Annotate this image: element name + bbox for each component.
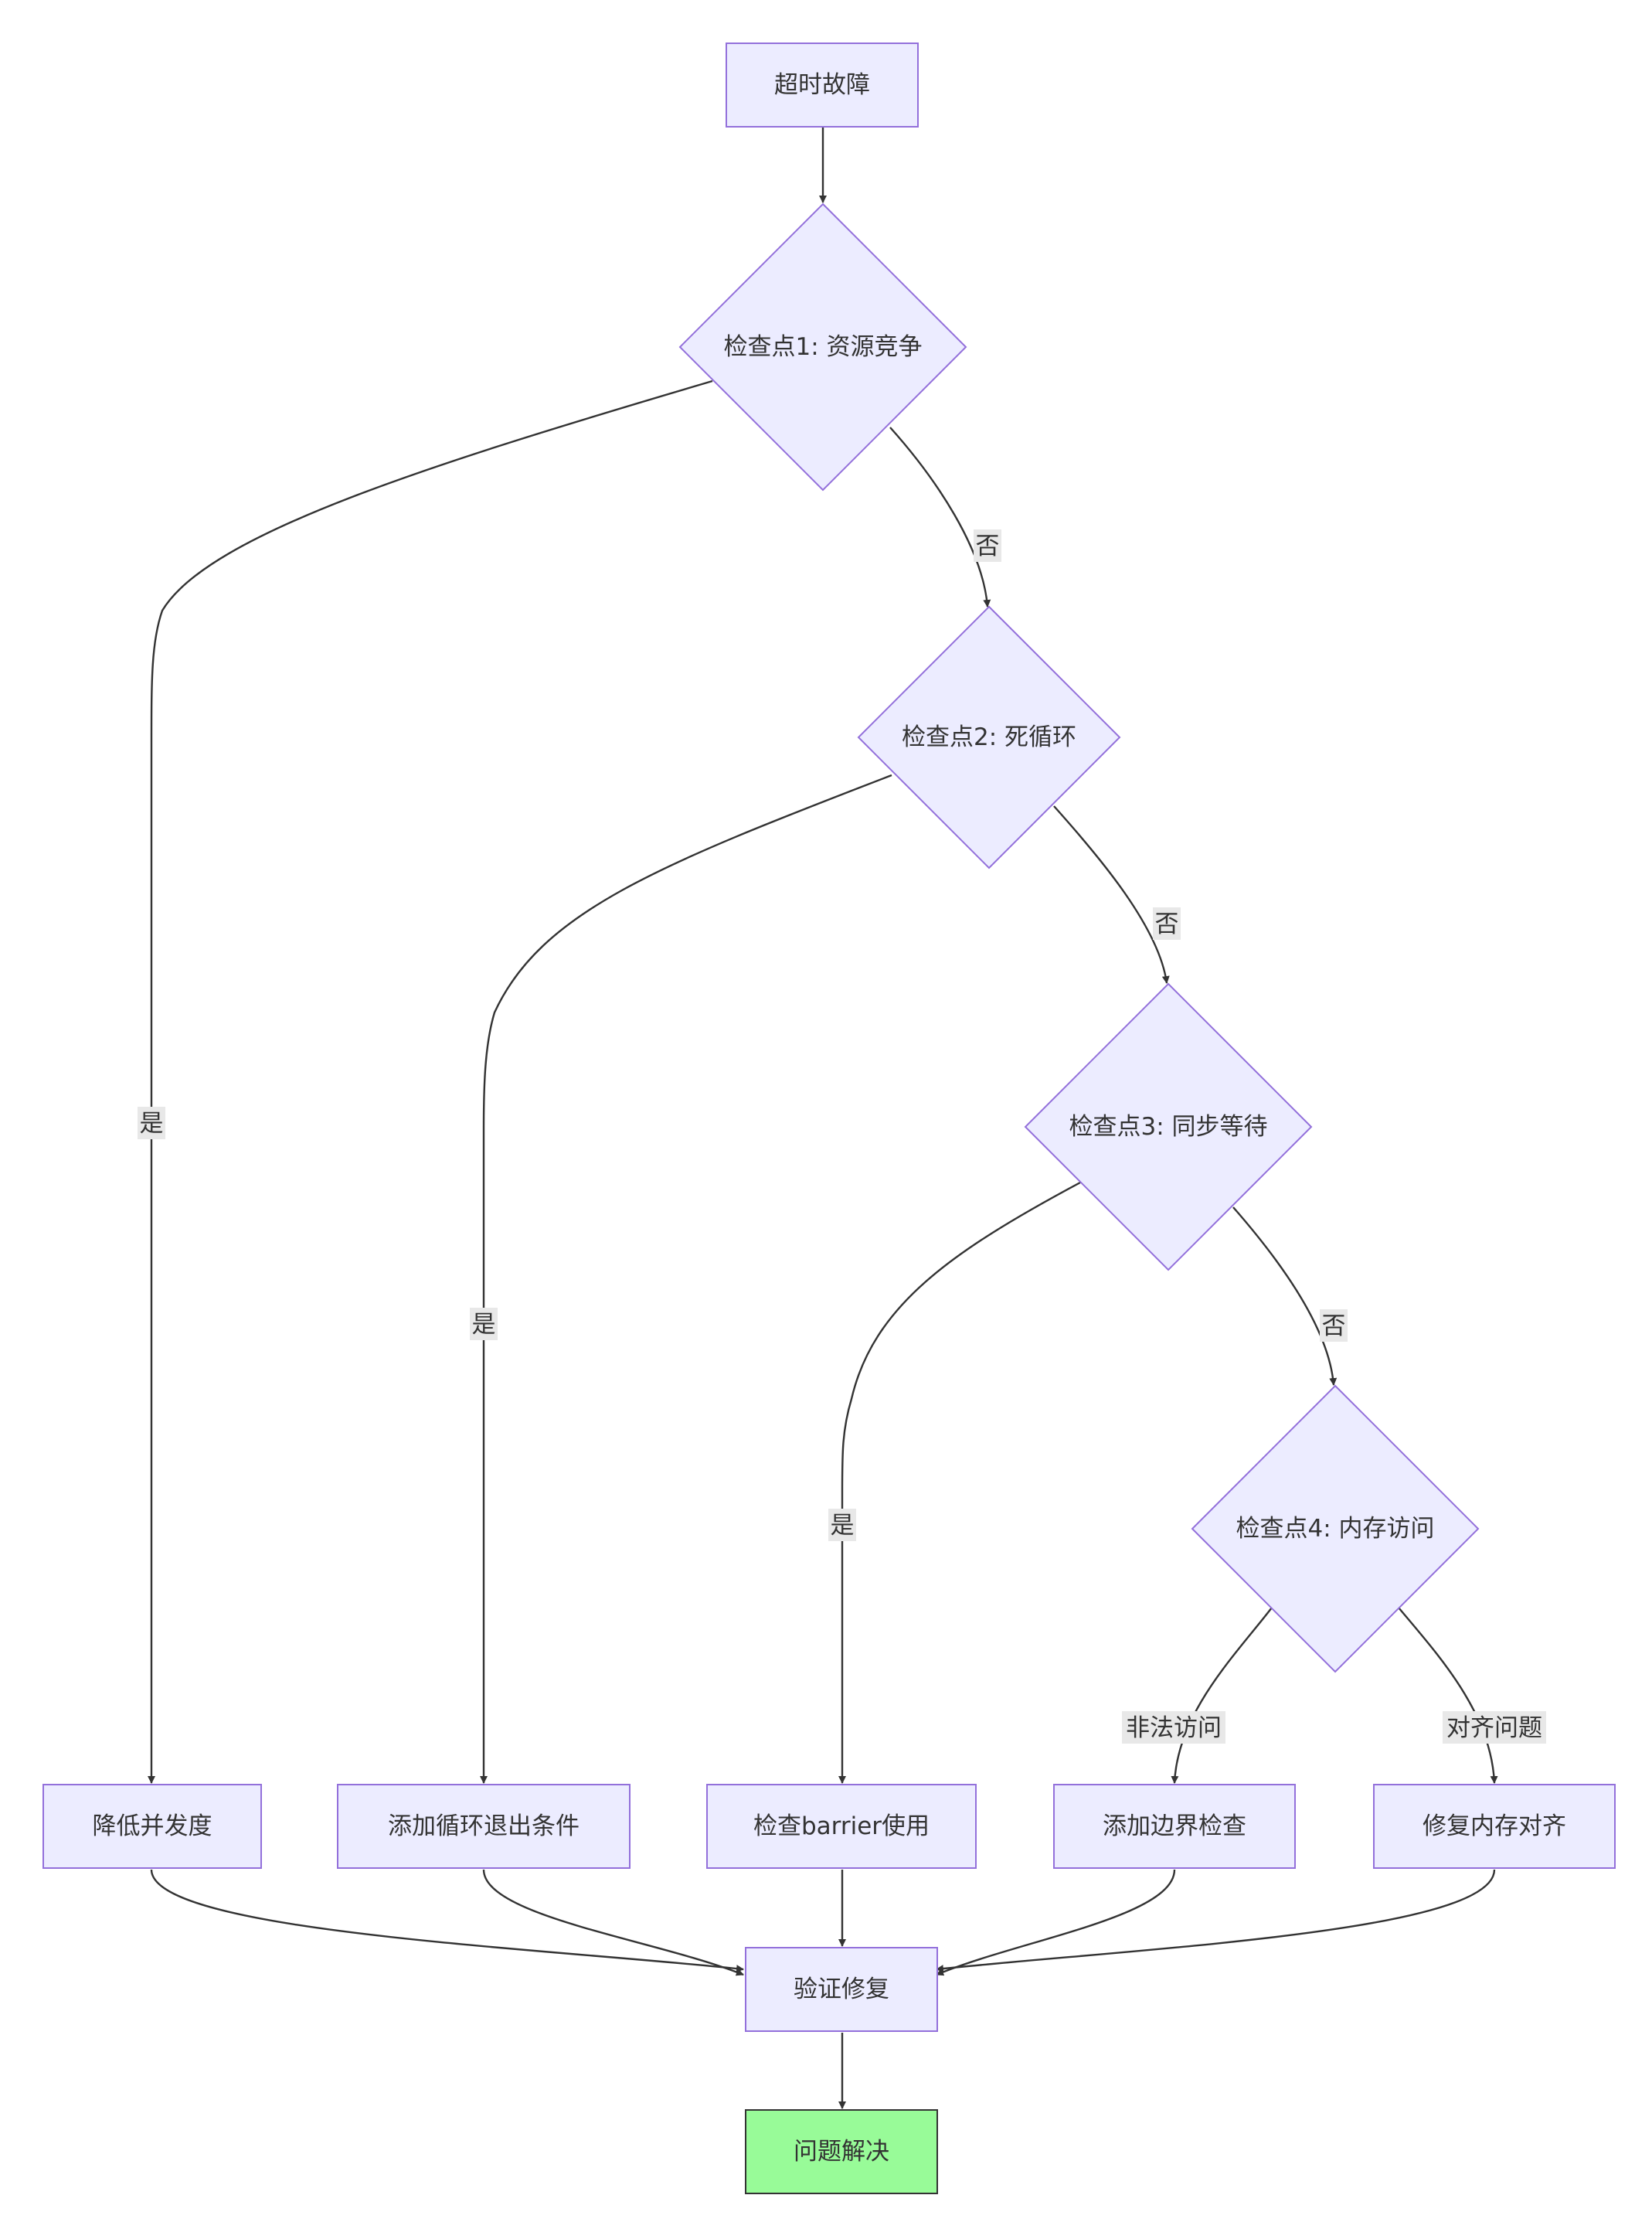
node-reduce-label: 降低并发度 [93,1812,212,1840]
edge-fix-align-to-verify [936,1869,1496,1973]
edge-check2-yes-to-loop-exit [480,774,892,1784]
edge-label-check4-align: 对齐问题 [1446,1714,1542,1742]
node-add-bounds-check: 添加边界检查 [1053,1784,1296,1869]
edge-loop-exit-to-verify [482,1869,744,1976]
edge-check4-align-to-fix-align [1398,1607,1498,1784]
edge-bounds-to-verify [936,1869,1176,1976]
node-align-label: 修复内存对齐 [1423,1812,1566,1840]
node-resolved-box [745,2109,938,2194]
node-add-loop-exit: 添加循环退出条件 [337,1784,631,1869]
edge-label-check2-yes: 是 [472,1311,496,1339]
node-resolved: 问题解决 [745,2109,938,2194]
node-verify-fix: 验证修复 [745,1947,938,2032]
edge-label-check3-no: 否 [1322,1312,1346,1340]
node-check4: 检查点4: 内存访问 [1191,1384,1480,1673]
edge-label-check2-no: 否 [1155,910,1179,938]
edge-check1-no-to-check2 [889,427,991,607]
node-loop-exit-label: 添加循环退出条件 [388,1812,580,1840]
edge-check3-yes-to-barrier [838,1181,1081,1784]
node-start: 超时故障 [726,43,919,128]
edges [148,128,1498,2109]
edge-label-check1-yes: 是 [140,1110,164,1138]
edge-check4-illegal-to-bounds [1171,1607,1273,1784]
node-check4-label: 检查点4: 内存访问 [1236,1515,1434,1543]
edge-label-check1-no: 否 [976,533,1000,560]
node-check2-label: 检查点2: 死循环 [902,723,1076,751]
edge-label-check4-illegal: 非法访问 [1126,1714,1222,1742]
node-bounds-label: 添加边界检查 [1103,1812,1246,1840]
edge-reduce-to-verify [150,1869,744,1973]
node-barrier-label: 检查barrier使用 [753,1812,930,1840]
edge-check2-no-to-check3 [1053,805,1170,984]
node-start-label: 超时故障 [774,71,870,99]
node-check-barrier: 检查barrier使用 [706,1784,977,1869]
node-check2: 检查点2: 死循环 [857,605,1121,869]
node-check3-label: 检查点3: 同步等待 [1069,1113,1267,1141]
edge-check1-yes-to-reduce [148,379,713,1784]
edge-label-check3-yes: 是 [831,1512,855,1540]
node-check3: 检查点3: 同步等待 [1024,982,1313,1271]
nodes: 超时故障 检查点1: 资源竞争 检查点2: 死循环 检查点3: 同步等待 检查点… [42,43,1616,2194]
node-resolved-label: 问题解决 [794,2138,889,2166]
node-verify-label: 验证修复 [794,1975,889,2003]
node-fix-alignment: 修复内存对齐 [1373,1784,1616,1869]
edge-labels: 是 否 是 否 是 否 非法访问 对齐问题 [138,529,1546,1744]
node-check1: 检查点1: 资源竞争 [678,202,967,492]
node-check1-label: 检查点1: 资源竞争 [723,333,922,361]
node-reduce-concurrency: 降低并发度 [42,1784,262,1869]
edge-check3-no-to-check4 [1232,1206,1338,1386]
